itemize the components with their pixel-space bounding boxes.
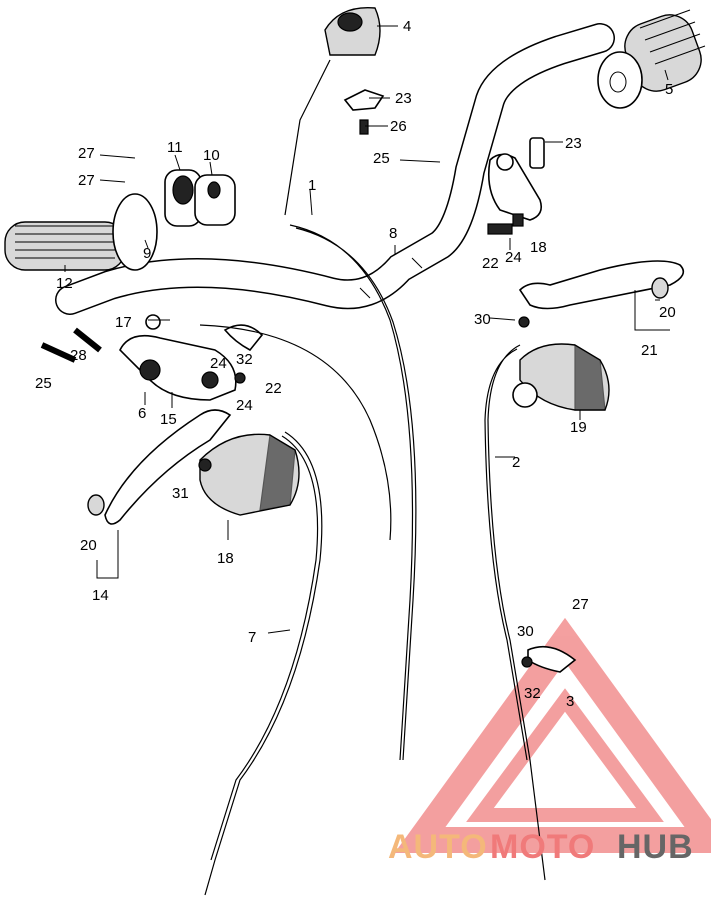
throttle-cable <box>289 224 417 761</box>
front-brake-cable <box>484 344 546 881</box>
watermark-part3: HUB <box>617 828 694 866</box>
switch-housing <box>324 6 381 56</box>
callout-label: 18 <box>217 550 234 567</box>
clutch-lever-holder-right <box>512 343 610 411</box>
callout-label: 6 <box>138 405 146 422</box>
callout-label: 14 <box>92 587 109 604</box>
callout-label: 30 <box>517 623 534 640</box>
right-grip <box>597 9 706 109</box>
callout-label: 22 <box>265 380 282 397</box>
callout-label: 4 <box>403 18 411 35</box>
throttle-cable-upper <box>284 59 331 216</box>
handlebar <box>55 23 615 315</box>
callout-label: 17 <box>115 314 132 331</box>
watermark-part2: MOTO <box>490 828 595 866</box>
cable-joint <box>527 645 577 673</box>
callout-label: 32 <box>524 685 541 702</box>
callout-label: 30 <box>474 311 491 328</box>
front-brake-lever <box>518 260 685 310</box>
callout-labels: 4 23 26 1 8 9 12 11 10 27 27 25 23 5 22 … <box>35 18 676 710</box>
screw <box>359 119 369 135</box>
callout-label: 8 <box>389 225 397 242</box>
left-grip <box>4 193 158 271</box>
callout-label: 25 <box>373 150 390 167</box>
nut <box>145 314 161 330</box>
leader-lines <box>64 25 670 634</box>
watermark-logo-triangle <box>394 617 711 853</box>
callout-label: 22 <box>482 255 499 272</box>
callout-label: 5 <box>665 81 673 98</box>
callout-label: 26 <box>390 118 407 135</box>
wire <box>199 324 392 541</box>
nut <box>518 316 530 328</box>
clutch-lever <box>87 409 232 525</box>
front-brake-master-cylinder <box>487 137 545 235</box>
callout-label: 32 <box>236 351 253 368</box>
cable-clamp <box>343 89 385 111</box>
callout-label: 23 <box>565 135 582 152</box>
callout-label: 27 <box>78 172 95 189</box>
callout-label: 28 <box>70 347 87 364</box>
bolt <box>40 342 77 363</box>
callout-label: 20 <box>659 304 676 321</box>
watermark-text: AUTO MOTO HUB <box>388 828 694 866</box>
callout-label: 3 <box>566 693 574 710</box>
callout-label: 24 <box>505 249 522 266</box>
nut <box>521 656 533 668</box>
callout-label: 27 <box>78 145 95 162</box>
callout-label: 31 <box>172 485 189 502</box>
callout-label: 19 <box>570 419 587 436</box>
callout-label: 15 <box>160 411 177 428</box>
callout-label: 18 <box>530 239 547 256</box>
callout-label: 9 <box>143 245 151 262</box>
throttle-housing <box>164 169 236 227</box>
switch-assembly-left <box>198 433 300 516</box>
callout-label: 10 <box>203 147 220 164</box>
callout-label: 23 <box>395 90 412 107</box>
callout-label: 1 <box>308 177 316 194</box>
callout-label: 21 <box>641 342 658 359</box>
callout-label: 25 <box>35 375 52 392</box>
clutch-lever-holder-left <box>119 324 264 401</box>
callout-label: 24 <box>210 355 227 372</box>
callout-label: 24 <box>236 397 253 414</box>
callout-label: 20 <box>80 537 97 554</box>
callout-label: 12 <box>56 275 73 292</box>
watermark-part1: AUTO <box>388 828 488 866</box>
callout-label: 2 <box>512 454 520 471</box>
callout-label: 11 <box>167 139 183 156</box>
callout-label: 7 <box>248 629 256 646</box>
callout-label: 27 <box>572 596 589 613</box>
clutch-cable <box>204 431 323 896</box>
bolt <box>73 327 102 353</box>
